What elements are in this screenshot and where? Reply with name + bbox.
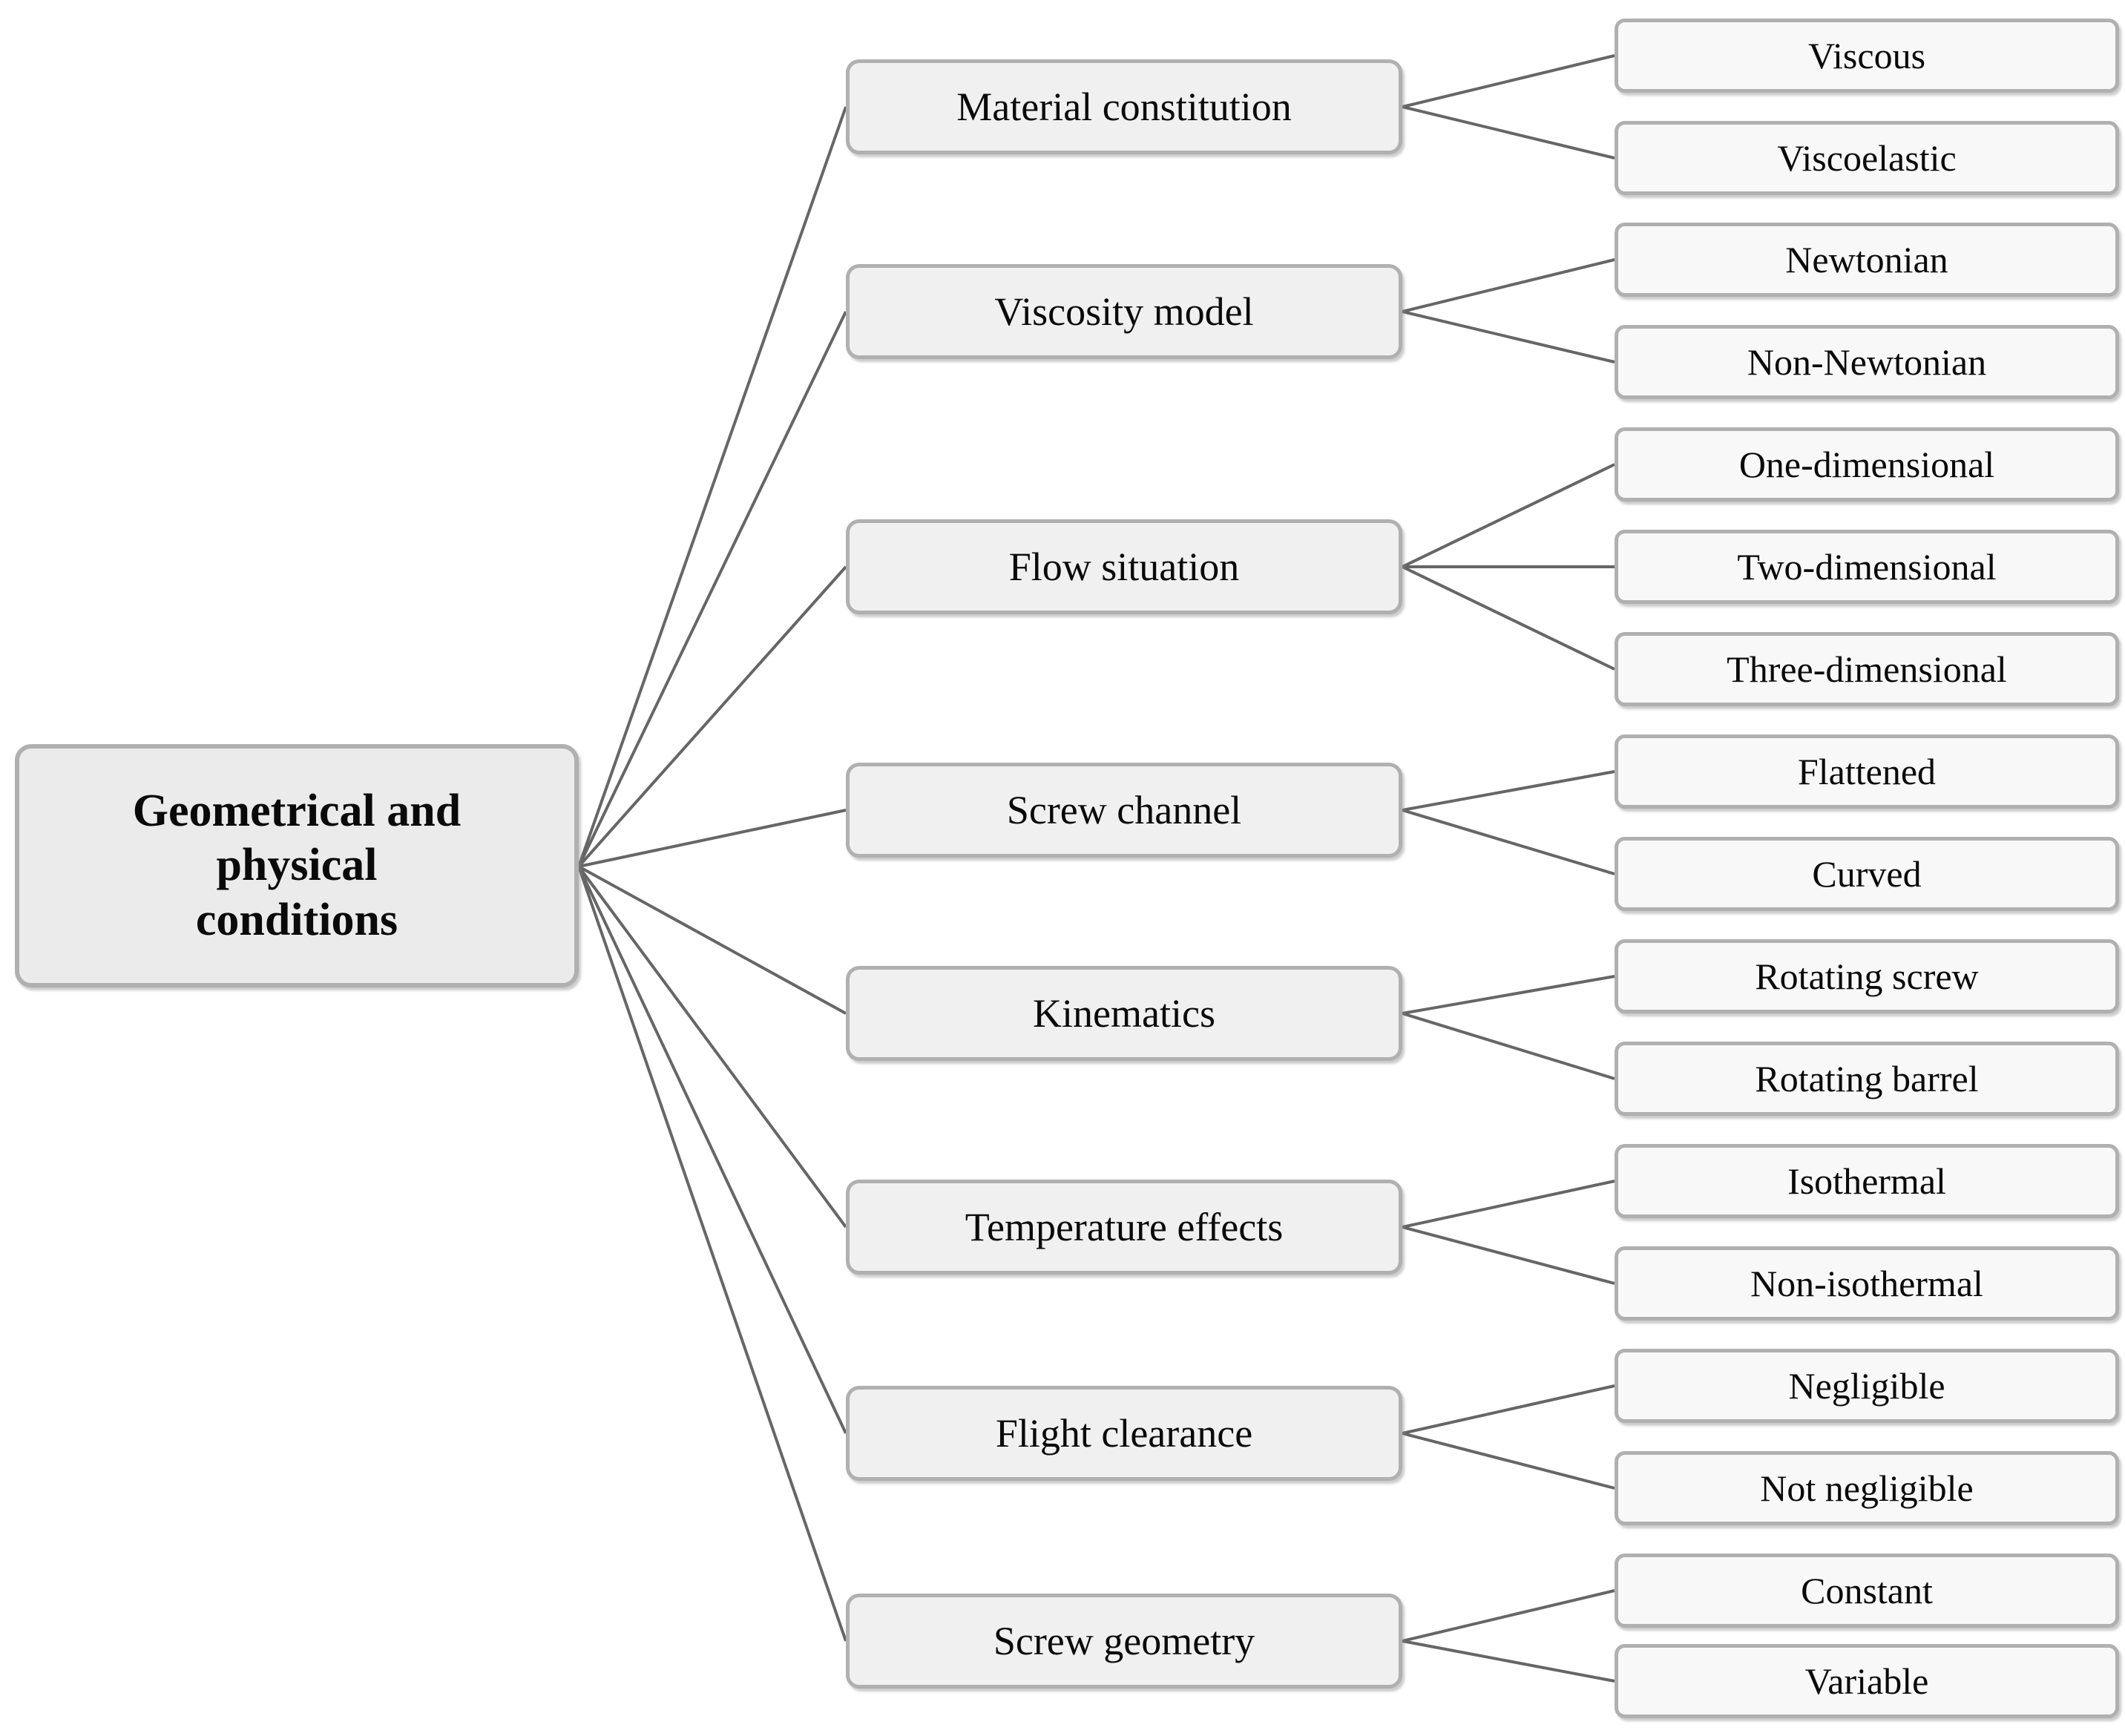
connector-root-to-flight-clearance	[577, 866, 847, 1434]
connector-flow-situation-to-one-dimensional	[1402, 463, 1615, 568]
leaf-node-isothermal-label: Isothermal	[1787, 1160, 1946, 1202]
branch-node-screw-geometry-label: Screw geometry	[993, 1619, 1255, 1663]
leaf-node-rotating-barrel-label: Rotating barrel	[1755, 1058, 1979, 1099]
branch-node-screw-channel-label: Screw channel	[1006, 788, 1242, 832]
leaf-node-two-dimensional[interactable]: Two-dimensional	[1615, 530, 2119, 604]
leaf-node-negligible-label: Negligible	[1788, 1365, 1945, 1407]
leaf-node-variable-label: Variable	[1804, 1660, 1929, 1702]
leaf-node-constant[interactable]: Constant	[1615, 1553, 2119, 1628]
leaf-node-viscous[interactable]: Viscous	[1615, 19, 2119, 93]
leaf-node-curved[interactable]: Curved	[1615, 837, 2119, 911]
leaf-node-one-dimensional[interactable]: One-dimensional	[1615, 427, 2119, 502]
leaf-node-newtonian-label: Newtonian	[1785, 239, 1948, 280]
branch-node-flow-situation-label: Flow situation	[1008, 545, 1240, 589]
leaf-node-isothermal[interactable]: Isothermal	[1615, 1144, 2119, 1218]
connector-screw-channel-to-flattened	[1402, 770, 1615, 812]
connector-screw-geometry-to-constant	[1402, 1589, 1615, 1643]
branch-node-kinematics[interactable]: Kinematics	[846, 966, 1402, 1061]
leaf-node-not-negligible-label: Not negligible	[1760, 1467, 1974, 1509]
connector-viscosity-model-to-newtonian	[1402, 258, 1615, 313]
leaf-node-not-negligible[interactable]: Not negligible	[1615, 1451, 2119, 1525]
branch-node-screw-channel[interactable]: Screw channel	[846, 763, 1402, 858]
branch-node-flight-clearance-label: Flight clearance	[995, 1411, 1253, 1456]
leaf-node-flattened[interactable]: Flattened	[1615, 734, 2119, 809]
leaf-node-non-newtonian[interactable]: Non-Newtonian	[1615, 325, 2119, 399]
leaf-node-rotating-screw-label: Rotating screw	[1755, 956, 1979, 997]
connector-flow-situation-to-three-dimensional	[1402, 565, 1615, 671]
leaf-node-curved-label: Curved	[1812, 853, 1922, 895]
connector-kinematics-to-rotating-barrel	[1402, 1012, 1615, 1080]
connector-flight-clearance-to-negligible	[1402, 1384, 1615, 1435]
leaf-node-constant-label: Constant	[1801, 1570, 1933, 1611]
leaf-node-non-isothermal[interactable]: Non-isothermal	[1615, 1246, 2119, 1321]
branch-node-kinematics-label: Kinematics	[1033, 991, 1215, 1036]
branch-node-material-constitution[interactable]: Material constitution	[846, 59, 1402, 154]
connector-temperature-effects-to-non-isothermal	[1402, 1226, 1615, 1285]
leaf-node-three-dimensional-label: Three-dimensional	[1727, 648, 2007, 690]
connector-kinematics-to-rotating-screw	[1402, 975, 1615, 1015]
root-node[interactable]: Geometrical and physical conditions	[15, 744, 579, 987]
branch-node-temperature-effects-label: Temperature effects	[965, 1205, 1284, 1249]
connector-screw-geometry-to-variable	[1402, 1640, 1615, 1683]
branch-node-flight-clearance[interactable]: Flight clearance	[846, 1386, 1402, 1481]
connector-flight-clearance-to-not-negligible	[1402, 1432, 1615, 1490]
branch-node-flow-situation[interactable]: Flow situation	[846, 519, 1402, 614]
connector-root-to-kinematics	[578, 865, 847, 1015]
leaf-node-non-isothermal-label: Non-isothermal	[1750, 1263, 1983, 1304]
leaf-node-viscoelastic-label: Viscoelastic	[1777, 137, 1957, 179]
connector-root-to-screw-channel	[578, 809, 847, 868]
leaf-node-flattened-label: Flattened	[1797, 751, 1937, 792]
connector-viscosity-model-to-non-newtonian	[1402, 310, 1615, 364]
root-node-label: Geometrical and physical conditions	[132, 786, 462, 945]
connector-temperature-effects-to-isothermal	[1402, 1180, 1615, 1229]
leaf-node-non-newtonian-label: Non-Newtonian	[1747, 341, 1987, 383]
branch-node-viscosity-model-label: Viscosity model	[994, 289, 1254, 334]
branch-node-screw-geometry[interactable]: Screw geometry	[846, 1594, 1402, 1689]
connector-root-to-material-constitution	[577, 106, 847, 867]
connector-root-to-flow-situation	[577, 565, 847, 868]
branch-node-viscosity-model[interactable]: Viscosity model	[846, 264, 1402, 359]
leaf-node-newtonian[interactable]: Newtonian	[1615, 223, 2119, 297]
connector-root-to-viscosity-model	[577, 311, 847, 867]
leaf-node-one-dimensional-label: One-dimensional	[1738, 444, 1995, 485]
leaf-node-three-dimensional[interactable]: Three-dimensional	[1615, 632, 2119, 706]
connector-material-constitution-to-viscous	[1402, 54, 1615, 108]
branch-node-material-constitution-label: Material constitution	[956, 85, 1292, 129]
leaf-node-viscous-label: Viscous	[1807, 35, 1926, 76]
leaf-node-two-dimensional-label: Two-dimensional	[1737, 546, 1997, 588]
leaf-node-rotating-barrel[interactable]: Rotating barrel	[1615, 1042, 2119, 1116]
connector-material-constitution-to-viscoelastic	[1402, 105, 1615, 160]
leaf-node-negligible[interactable]: Negligible	[1615, 1349, 2119, 1423]
connector-root-to-temperature-effects	[577, 865, 847, 1229]
connector-screw-channel-to-curved	[1402, 809, 1615, 875]
leaf-node-variable[interactable]: Variable	[1615, 1644, 2119, 1718]
branch-node-temperature-effects[interactable]: Temperature effects	[846, 1180, 1402, 1275]
leaf-node-rotating-screw[interactable]: Rotating screw	[1615, 939, 2119, 1013]
leaf-node-viscoelastic[interactable]: Viscoelastic	[1615, 121, 2119, 195]
connector-root-to-screw-geometry	[577, 866, 847, 1642]
